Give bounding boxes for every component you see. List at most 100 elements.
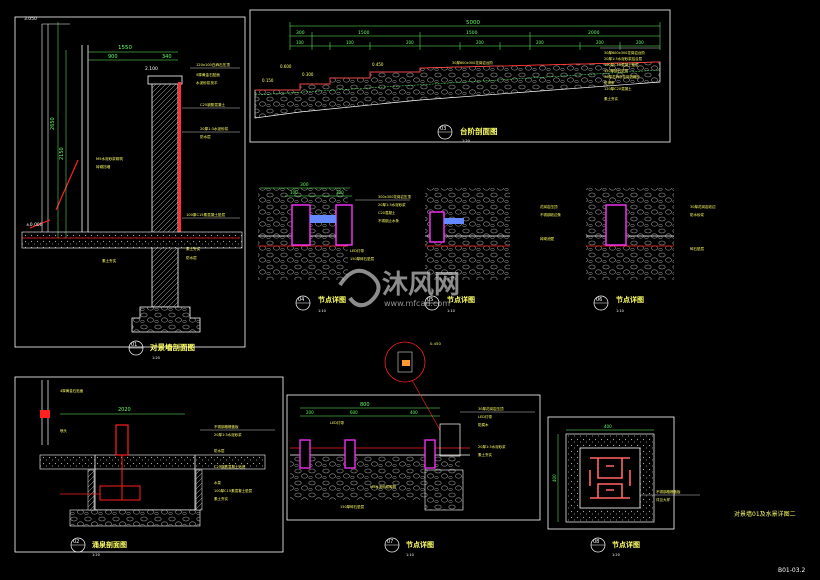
node-04-edge-right <box>335 204 353 246</box>
level-01-mid: 2.100 <box>145 66 158 72</box>
svg-text:300x300花岗岩压顶: 300x300花岗岩压顶 <box>378 194 411 199</box>
svg-text:对景墙剖面图: 对景墙剖面图 <box>150 342 195 352</box>
detail-07-notes: 30厚花岗岩压顶 LED灯带 防腐木 20厚1:3水泥砂浆 素土夯实 LED灯带… <box>330 406 535 509</box>
svg-text:05: 05 <box>427 297 433 303</box>
svg-text:1500: 1500 <box>466 30 478 36</box>
svg-text:150厚碎石垫层: 150厚碎石垫层 <box>340 504 365 509</box>
dim-01-e: 2150 <box>59 147 65 160</box>
svg-text:200: 200 <box>306 410 314 415</box>
svg-text:0.600: 0.600 <box>280 64 292 69</box>
svg-text:防水层: 防水层 <box>186 255 197 260</box>
detail-08-notes: 不锈钢格栅盖板 详见大样 <box>640 489 700 502</box>
svg-text:5厚黄金石贴面: 5厚黄金石贴面 <box>196 72 220 77</box>
svg-text:素土夯实: 素土夯实 <box>186 246 201 251</box>
svg-text:400: 400 <box>552 474 557 482</box>
svg-text:防滑条: 防滑条 <box>604 80 615 85</box>
svg-text:1:10: 1:10 <box>447 309 455 313</box>
svg-text:节点详图: 节点详图 <box>406 540 434 549</box>
svg-text:1:20: 1:20 <box>462 139 470 143</box>
detail-06-notes: 30厚花岗岩收边 防水砂浆 碎石垫层 <box>690 204 716 251</box>
sheet-code: B01-03.2 <box>778 567 805 574</box>
detail-05-node: 花岗岩压顶 不锈钢收边条 砖砌池壁 05 节点详图 1:10 <box>424 188 561 313</box>
detail-02-fountain-section: 2020 4厚黄金石贴面 喷头 不锈钢格栅盖板 20厚1:3水泥砂浆 防水层 C… <box>14 376 284 557</box>
svg-text:不锈钢收边条: 不锈钢收边条 <box>540 212 561 217</box>
svg-text:300: 300 <box>296 30 305 36</box>
detail-03-frame <box>249 9 671 143</box>
svg-text:200: 200 <box>406 40 414 45</box>
svg-text:30厚花岗岩收边: 30厚花岗岩收边 <box>690 204 716 209</box>
svg-text:200: 200 <box>536 40 544 45</box>
dim-01-d: 2650 <box>50 117 56 130</box>
svg-text:LED灯带: LED灯带 <box>350 248 364 253</box>
ground-layer <box>21 231 243 249</box>
detail-08-grate-plan: 400 400 不锈钢格栅盖板 详见大样 08 节点详图 1:20 <box>547 416 700 557</box>
svg-text:节点详图: 节点详图 <box>612 540 640 549</box>
svg-text:1:20: 1:20 <box>612 553 620 557</box>
grate-pattern-icon <box>589 457 631 499</box>
detail-03-title: 03 台阶剖面图 1:20 <box>437 124 498 143</box>
svg-text:30厚600x300花岗岩台阶: 30厚600x300花岗岩台阶 <box>452 60 493 65</box>
detail-08-frame <box>547 416 675 530</box>
wall-footing <box>131 306 201 333</box>
callout-circle <box>384 341 426 383</box>
detail-01-frame <box>14 16 246 348</box>
svg-text:30厚花岗岩压顶: 30厚花岗岩压顶 <box>478 406 504 411</box>
svg-text:04: 04 <box>298 297 304 303</box>
svg-text:1:10: 1:10 <box>616 309 624 313</box>
wall-cladding <box>178 82 181 242</box>
svg-text:120x100白麻石压顶: 120x100白麻石压顶 <box>196 62 230 67</box>
detail-01-notes: 120x100白麻石压顶 5厚黄金石贴面 水泥砂浆找平 C25钢筋混凝土 20厚… <box>96 62 240 263</box>
svg-text:防水砂浆: 防水砂浆 <box>690 212 704 217</box>
svg-text:20厚1:3水泥砂浆: 20厚1:3水泥砂浆 <box>200 126 229 131</box>
svg-text:0.300: 0.300 <box>302 72 314 77</box>
svg-text:LED灯带: LED灯带 <box>478 414 492 419</box>
detail-04-notes: 300x300花岗岩压顶 20厚1:3水泥砂浆 C20混凝土 不锈钢止水条 LE… <box>350 194 411 261</box>
watermark: 沐风网 www.mfcad.com <box>338 268 460 308</box>
watermark-logo-icon <box>338 268 381 308</box>
svg-text:防水层: 防水层 <box>214 448 225 453</box>
svg-text:花岗岩压顶: 花岗岩压顶 <box>540 204 558 209</box>
svg-text:400: 400 <box>604 424 612 429</box>
dim-03-total: 5000 <box>466 20 480 26</box>
svg-text:台阶剖面图: 台阶剖面图 <box>460 126 498 136</box>
watermark-text: 沐风网 <box>382 270 460 300</box>
detail-05-notes: 花岗岩压顶 不锈钢收边条 砖砌池壁 <box>540 204 561 241</box>
dim-01-c: 340 <box>162 54 172 60</box>
detail-07-node: 0.450 800 200 600 400 30厚花岗岩压顶 LED灯带 防腐木… <box>286 341 541 557</box>
svg-text:300: 300 <box>300 182 309 188</box>
svg-text:4厚黄金石贴面: 4厚黄金石贴面 <box>60 388 84 393</box>
steps-fill <box>254 61 661 119</box>
svg-text:800: 800 <box>360 402 370 408</box>
detail-04-node: 300 100 300 300x300花岗岩压顶 20厚1:3水泥砂浆 C20混… <box>258 182 411 313</box>
dim-01-a: 1550 <box>118 45 132 51</box>
svg-text:素土夯实: 素土夯实 <box>604 96 618 101</box>
svg-text:节点详图: 节点详图 <box>616 295 644 304</box>
svg-text:素土夯实: 素土夯实 <box>478 452 492 457</box>
svg-text:C25钢筋混凝土池底: C25钢筋混凝土池底 <box>214 464 246 469</box>
svg-text:06: 06 <box>596 297 602 303</box>
svg-text:150厚碎石垫层: 150厚碎石垫层 <box>350 256 375 261</box>
svg-text:砖砌池壁: 砖砌池壁 <box>540 236 554 241</box>
svg-text:C25钢筋混凝土: C25钢筋混凝土 <box>200 102 225 107</box>
svg-text:水泥砂浆找平: 水泥砂浆找平 <box>196 80 218 85</box>
svg-text:素土夯实: 素土夯实 <box>214 496 228 501</box>
svg-text:100: 100 <box>296 40 304 45</box>
svg-text:不锈钢止水条: 不锈钢止水条 <box>378 218 399 223</box>
svg-text:0.150: 0.150 <box>262 78 274 83</box>
svg-text:2020: 2020 <box>118 407 131 413</box>
svg-text:30厚芝麻灰花岗岩踏步: 30厚芝麻灰花岗岩踏步 <box>604 74 640 79</box>
svg-text:1:10: 1:10 <box>406 553 414 557</box>
svg-text:不锈钢格栅盖板: 不锈钢格栅盖板 <box>656 489 681 494</box>
svg-text:2000: 2000 <box>588 30 600 36</box>
svg-text:详见大样: 详见大样 <box>656 497 670 502</box>
svg-text:08: 08 <box>593 539 599 545</box>
svg-text:1:10: 1:10 <box>318 309 326 313</box>
svg-text:防水层: 防水层 <box>200 134 211 139</box>
svg-text:100厚C15素混凝土垫层: 100厚C15素混凝土垫层 <box>214 488 253 493</box>
detail-02-frame <box>14 376 284 553</box>
svg-text:03: 03 <box>440 126 446 132</box>
svg-text:600: 600 <box>350 410 358 415</box>
detail-01-title: 01 对景墙剖面图 1:20 <box>128 340 195 360</box>
detail-02-notes: 4厚黄金石贴面 喷头 不锈钢格栅盖板 20厚1:3水泥砂浆 防水层 C25钢筋混… <box>60 388 275 501</box>
